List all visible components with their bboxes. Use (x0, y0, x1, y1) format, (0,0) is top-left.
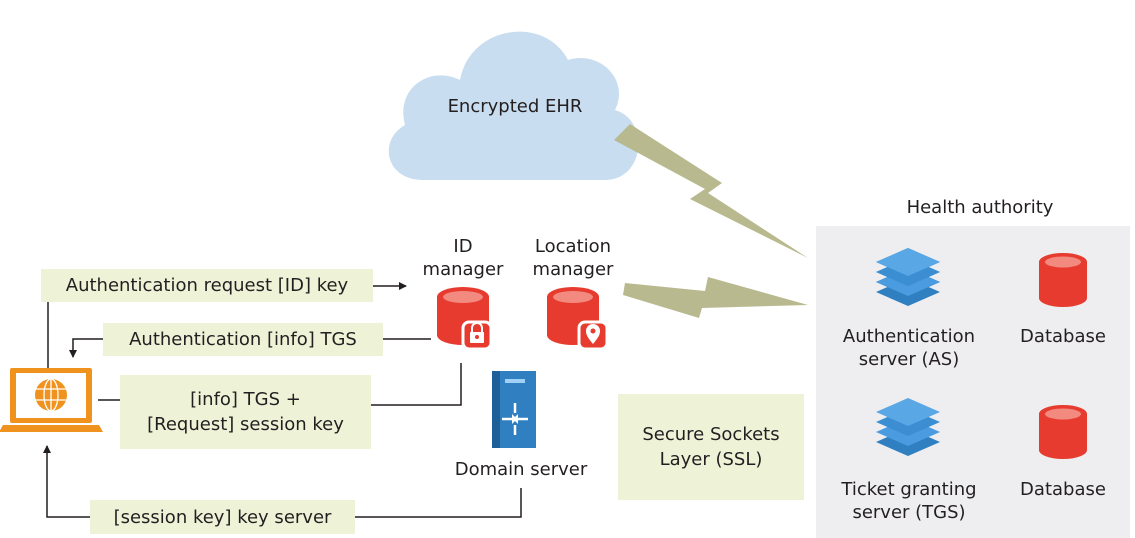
tgs-label-line2: server (TGS) (852, 502, 966, 523)
ticket-granting-server-icon (876, 398, 940, 456)
id-manager-line1: ID (453, 236, 473, 257)
id-manager-database-icon (437, 287, 493, 351)
as-label-line2: server (AS) (858, 349, 960, 370)
id-manager-label: ID manager (413, 235, 513, 281)
database-icon (1039, 253, 1087, 307)
tgs-label-line1: Ticket granting (841, 479, 977, 500)
info-tgs-request-message: [info] TGS + [Request] session key (120, 375, 371, 449)
info-tgs-line2: [Request] session key (147, 414, 344, 435)
location-manager-database-icon (547, 287, 609, 351)
auth-request-message: Authentication request [ID] key (41, 269, 373, 302)
domain-server-label: Domain server (454, 459, 588, 480)
location-manager-line2: manager (532, 259, 614, 280)
laptop-icon (0, 368, 103, 432)
database-label: Database (1020, 326, 1106, 347)
authentication-server-icon (876, 248, 940, 306)
location-manager-label: Location manager (521, 235, 625, 281)
ssl-line1: Secure Sockets (642, 424, 780, 445)
as-label-line1: Authentication (842, 326, 976, 347)
id-manager-line2: manager (422, 259, 504, 280)
session-key-message: [session key] key server (90, 500, 355, 534)
cloud-label: Encrypted EHR (447, 96, 583, 117)
info-tgs-line1: [info] TGS + (190, 389, 301, 410)
authentication-server-label: Authentication server (AS) (826, 325, 992, 371)
location-manager-line1: Location (534, 236, 612, 257)
ssl-link-bolt (623, 277, 808, 318)
connector-lines (43, 282, 522, 518)
ssl-box: Secure Sockets Layer (SSL) (618, 394, 804, 500)
ssl-line2: Layer (SSL) (659, 449, 763, 470)
cloud-link-bolt (614, 124, 808, 258)
ticket-granting-server-label: Ticket granting server (TGS) (826, 478, 992, 524)
cloud-shape (388, 31, 639, 180)
domain-server-icon (492, 371, 536, 448)
database-icon (1039, 405, 1087, 459)
auth-info-message: Authentication [info] TGS (103, 323, 383, 356)
health-authority-title: Health authority (906, 197, 1054, 218)
database-label: Database (1020, 479, 1106, 500)
